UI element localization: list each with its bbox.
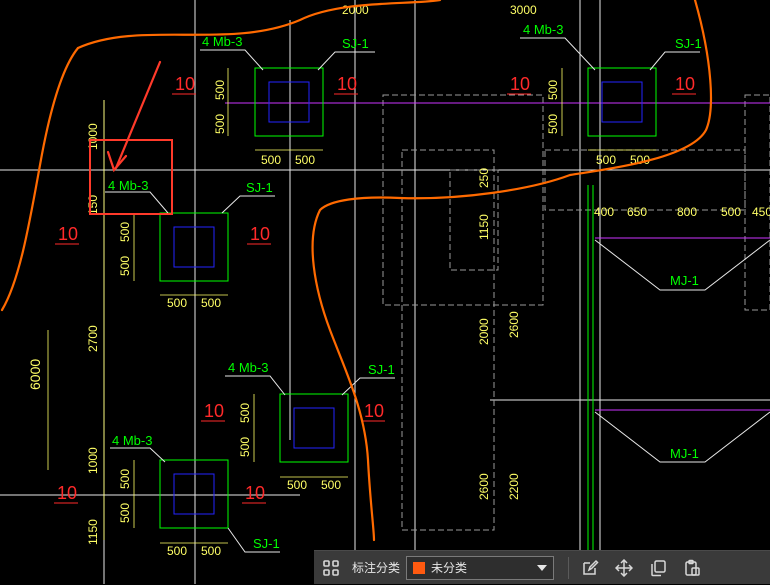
dim-vert: 500 — [238, 437, 252, 457]
annotation-toolbar: 标注分类 未分类 — [314, 550, 770, 584]
dim: 500 — [167, 544, 187, 558]
dim-vert: 1150 — [477, 214, 491, 240]
red-mark: 10 — [250, 224, 270, 244]
red-mark: 10 — [364, 401, 384, 421]
dim-vert: 2200 — [507, 473, 521, 500]
tag-sj1-2: SJ-1 — [675, 36, 702, 51]
dim-vert: 1000 — [86, 447, 100, 474]
edit-icon[interactable] — [573, 551, 607, 585]
category-value: 未分类 — [431, 561, 468, 575]
red-mark: 10 — [337, 74, 357, 94]
red-mark: 10 — [204, 401, 224, 421]
dim-vert: 500 — [213, 80, 227, 100]
divider — [568, 556, 570, 579]
dim-vert: 2600 — [477, 473, 491, 500]
red-mark: 10 — [675, 74, 695, 94]
tag-mb3-1: 4 Mb-3 — [202, 34, 242, 49]
tag-sj1-5: SJ-1 — [253, 536, 280, 551]
dim-vert: 500 — [213, 114, 227, 134]
dim: 500 — [596, 153, 616, 167]
magenta-axes — [225, 102, 770, 411]
tag-mj1-1: MJ-1 — [670, 273, 699, 288]
copy-icon[interactable] — [641, 551, 675, 585]
dim: 400 — [594, 205, 614, 219]
dim-vert: 500 — [546, 80, 560, 100]
dim: 500 — [321, 478, 341, 492]
tag-sj1-1: SJ-1 — [342, 36, 369, 51]
chevron-down-icon — [537, 564, 548, 571]
tag-mb3-4: 4 Mb-3 — [228, 360, 268, 375]
dim: 500 — [167, 296, 187, 310]
red-underlines — [54, 93, 696, 504]
category-select[interactable]: 未分类 — [406, 555, 555, 580]
move-icon[interactable] — [607, 551, 641, 585]
dim: 500 — [295, 153, 315, 167]
dim: 500 — [261, 153, 281, 167]
footing-tags: 4 Mb-3 4 Mb-3 4 Mb-3 4 Mb-3 4 Mb-3 SJ-1 … — [108, 22, 702, 551]
tag-mb3-3: 4 Mb-3 — [108, 178, 148, 193]
dim-vert: 2000 — [477, 318, 491, 345]
dashed-outlines — [382, 94, 770, 531]
dim: 3000 — [510, 3, 537, 17]
dim-vert: 2600 — [507, 311, 521, 338]
category-label: 标注分类 — [352, 561, 401, 575]
footing-5 — [159, 459, 229, 529]
freehand-annotation — [0, 0, 713, 542]
dim: 500 — [721, 205, 741, 219]
red-mark: 10 — [245, 483, 265, 503]
red-mark: 10 — [175, 74, 195, 94]
dim: 500 — [201, 296, 221, 310]
dimension-text: 500 500 500 500 500 500 500 500 500 500 … — [86, 3, 770, 558]
category-swatch — [413, 561, 426, 574]
paste-icon[interactable] — [675, 551, 709, 585]
dim-vert: 500 — [118, 222, 132, 242]
dim-vert: 500 — [118, 503, 132, 523]
tag-mb3-2: 4 Mb-3 — [523, 22, 563, 37]
dim-vert: 250 — [477, 168, 491, 188]
dim-vert: 1150 — [86, 519, 100, 545]
grid-icon[interactable] — [314, 551, 348, 585]
dimension-lines — [47, 68, 656, 544]
red-mark: 10 — [510, 74, 530, 94]
tag-mb3-5: 4 Mb-3 — [112, 433, 152, 448]
leaders — [105, 37, 700, 553]
dim-vert: 500 — [238, 403, 252, 423]
footing-3 — [159, 212, 229, 282]
dim-vert: 500 — [118, 469, 132, 489]
footing-2 — [587, 67, 657, 137]
red-marks: 10 10 10 10 10 10 10 10 10 10 — [57, 74, 695, 503]
dim-vert: 500 — [118, 256, 132, 276]
dim-vert: 1000 — [86, 123, 100, 150]
dim: 450 — [752, 205, 770, 219]
red-mark: 10 — [57, 483, 77, 503]
dim-vert: 150 — [86, 195, 100, 215]
dim: 650 — [627, 205, 647, 219]
green-rails — [587, 185, 594, 584]
dim-vert: 2700 — [86, 325, 100, 352]
red-mark: 10 — [58, 224, 78, 244]
dim: 500 — [287, 478, 307, 492]
footing-1 — [254, 67, 324, 137]
dim-vert-6000: 6000 — [27, 359, 43, 390]
footings — [159, 67, 657, 529]
dim: 800 — [677, 205, 697, 219]
tag-sj1-3: SJ-1 — [246, 180, 273, 195]
dim: 500 — [201, 544, 221, 558]
tag-sj1-4: SJ-1 — [368, 362, 395, 377]
tag-mj1-2: MJ-1 — [670, 446, 699, 461]
dim-vert: 500 — [546, 114, 560, 134]
footing-4 — [279, 393, 349, 463]
